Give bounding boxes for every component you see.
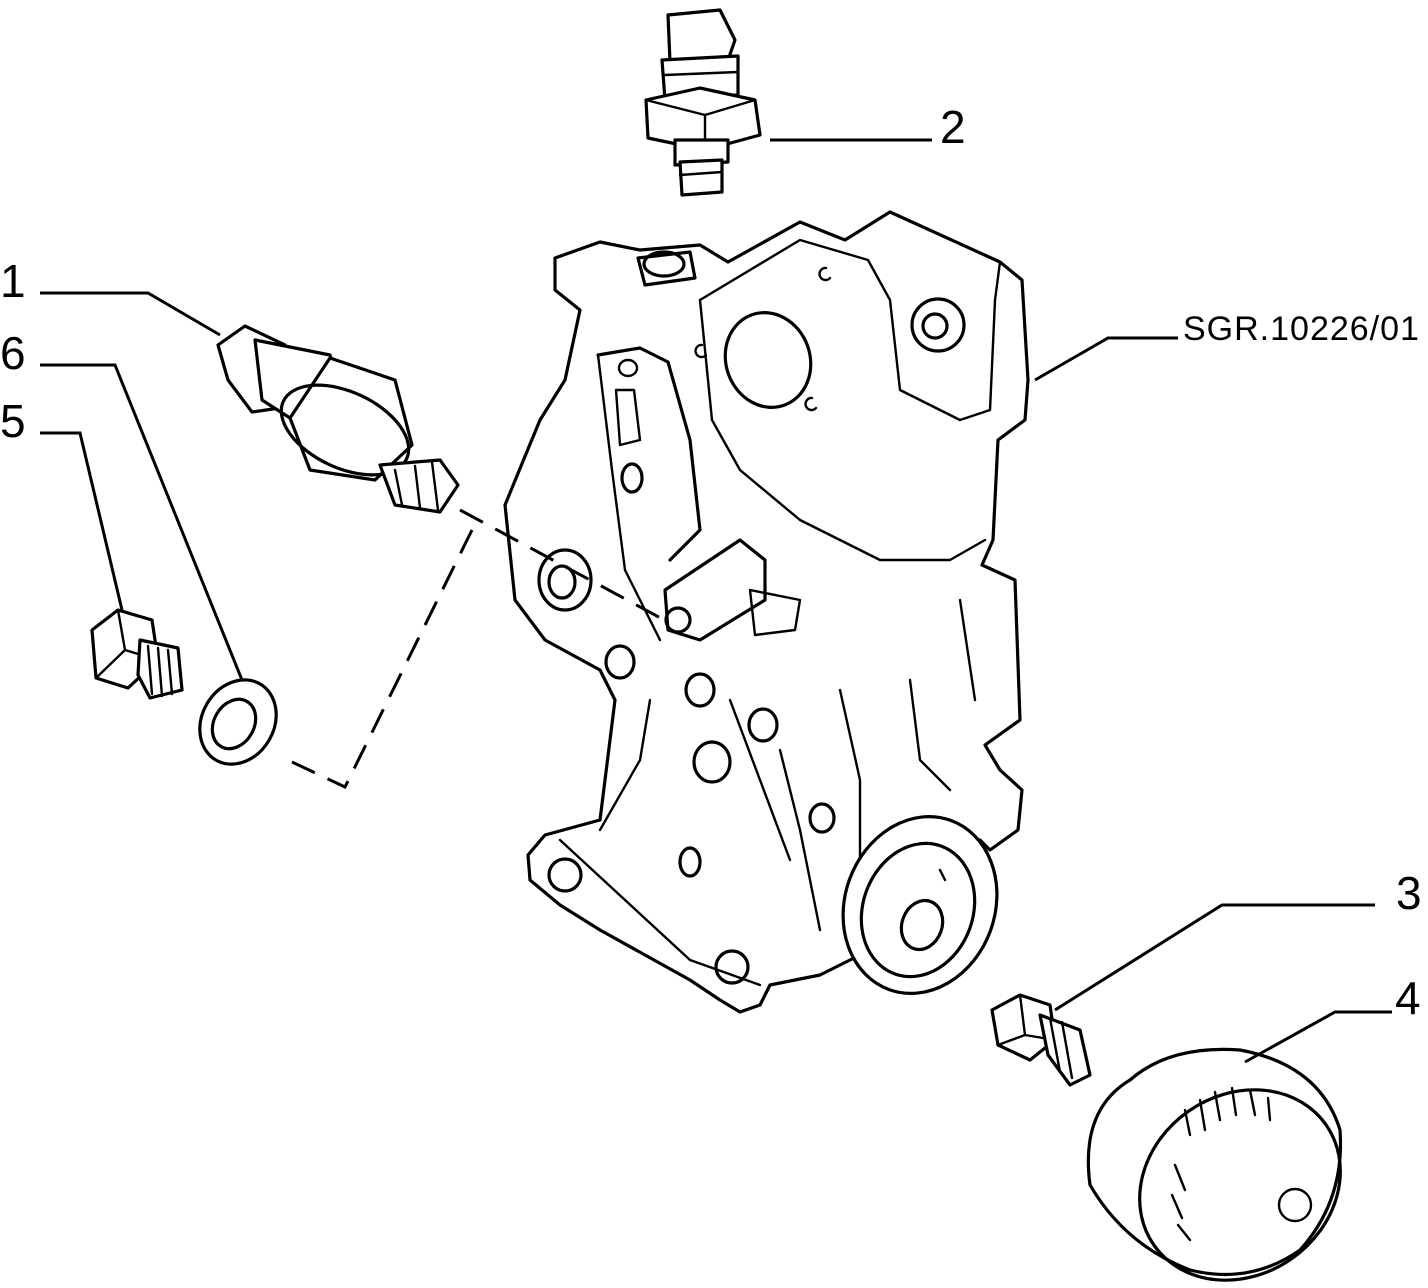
drawing-reference-code: SGR.10226/01: [1183, 310, 1420, 348]
part-2-pressure-switch: [644, 8, 762, 197]
leader-lines: [40, 138, 1392, 1064]
part-5-plug-screw: [90, 608, 184, 700]
part-1-sensor: [216, 324, 460, 514]
part-4-oil-filter: [1086, 1047, 1343, 1282]
part-6-washer: [198, 678, 278, 766]
callout-1: 1: [0, 255, 26, 307]
callout-6: 6: [0, 327, 26, 379]
callout-2: 2: [940, 101, 966, 153]
callout-5: 5: [0, 395, 26, 447]
part-3-union-fitting: [990, 993, 1092, 1087]
callout-4: 4: [1395, 972, 1421, 1024]
callout-3: 3: [1396, 867, 1422, 919]
engine-housing: [503, 210, 1030, 1014]
alignment-lines: [291, 508, 669, 789]
